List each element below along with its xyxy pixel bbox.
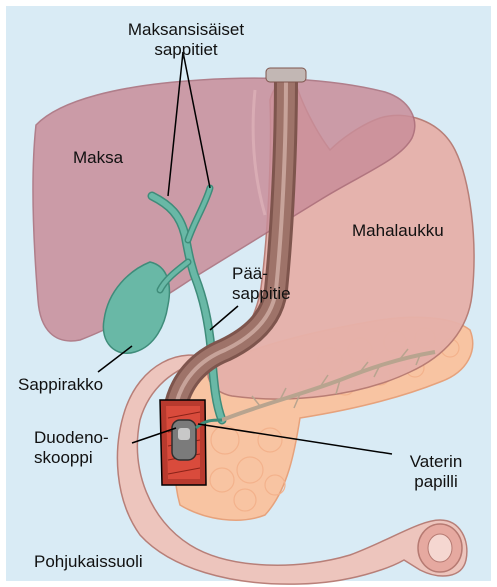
common-bile-duct-line-1: Pää- bbox=[232, 264, 291, 284]
duodenoscope-line-1: Duodeno- bbox=[34, 428, 109, 448]
intrahepatic-ducts-line-1: Maksansisäiset bbox=[106, 20, 266, 40]
gallbladder-label: Sappirakko bbox=[18, 375, 103, 395]
papilla-line-1: Vaterin bbox=[396, 452, 476, 472]
duodenoscope-label: Duodeno- skooppi bbox=[34, 428, 109, 468]
common-bile-duct-label: Pää- sappitie bbox=[232, 264, 291, 304]
papilla-line-2: papilli bbox=[396, 472, 476, 492]
papilla-label: Vaterin papilli bbox=[396, 452, 476, 492]
common-bile-duct-line-2: sappitie bbox=[232, 284, 291, 304]
duodenoscope-line-2: skooppi bbox=[34, 448, 109, 468]
liver-label: Maksa bbox=[73, 148, 123, 168]
intrahepatic-ducts-line-2: sappitiet bbox=[106, 40, 266, 60]
intrahepatic-ducts-label: Maksansisäiset sappitiet bbox=[106, 20, 266, 60]
duodenum-label: Pohjukaissuoli bbox=[34, 552, 143, 572]
stomach-label: Mahalaukku bbox=[352, 221, 444, 241]
